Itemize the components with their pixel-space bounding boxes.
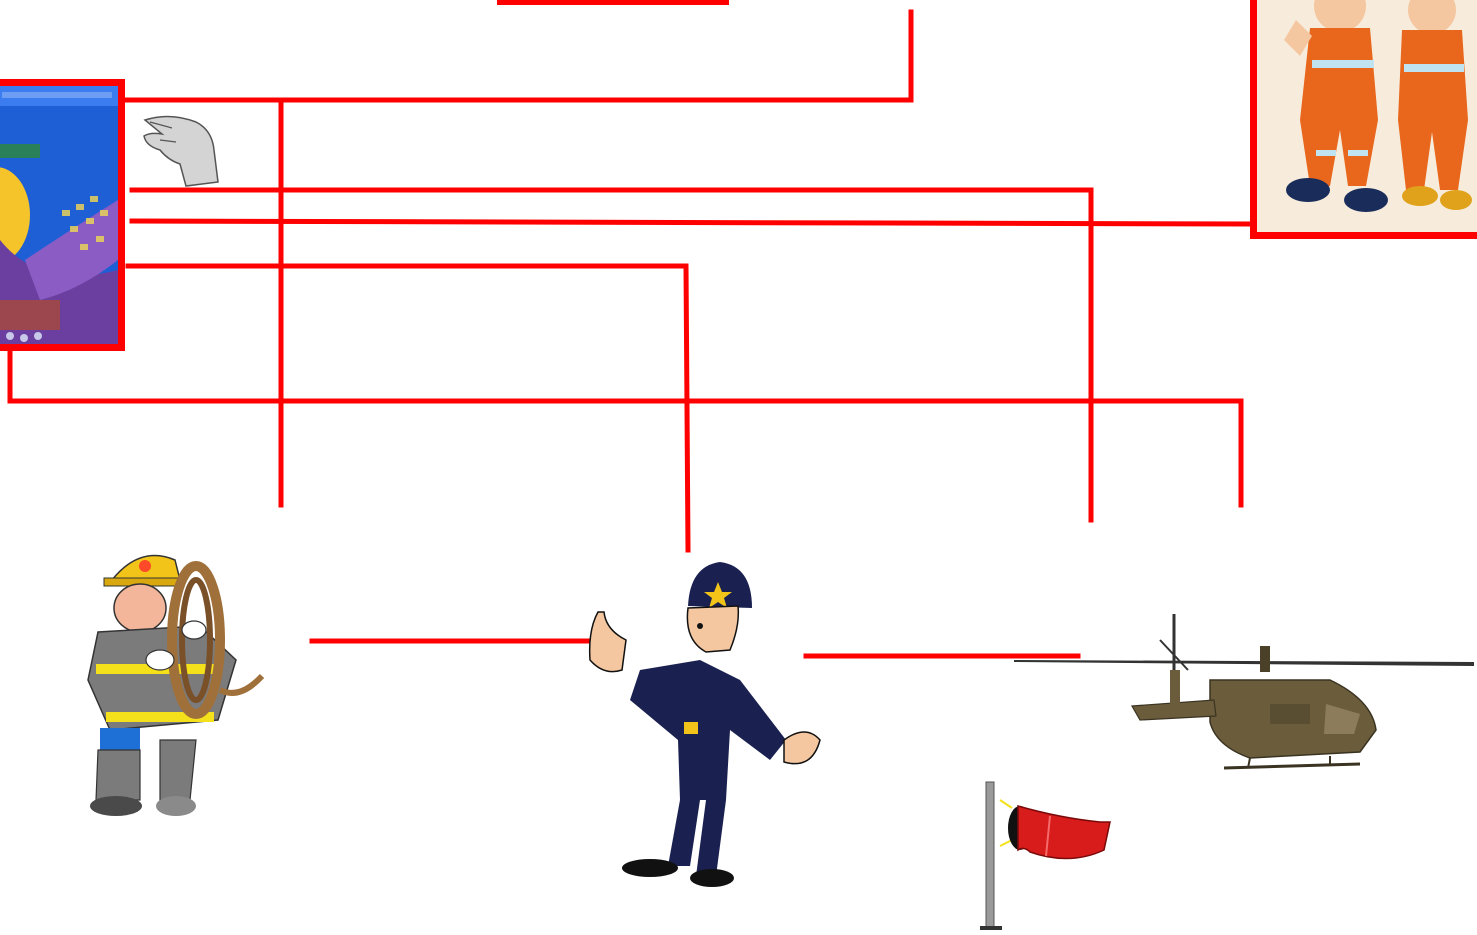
connector-helicopter-drop [129, 187, 1094, 523]
connector-police-drop [125, 263, 691, 553]
crew-members-icon [1250, 0, 1477, 239]
connectors [7, 0, 1253, 659]
police-officer-icon [588, 562, 821, 887]
connector-screen-top [117, 9, 914, 103]
connector-bottom [7, 349, 1244, 508]
connector-crew [129, 218, 1253, 227]
monitor-screen-icon [0, 79, 125, 351]
helicopter-icon [1014, 614, 1474, 770]
firefighter-icon [87, 554, 265, 816]
pointing-hand-icon [143, 115, 219, 187]
windsock-icon [980, 781, 1111, 931]
